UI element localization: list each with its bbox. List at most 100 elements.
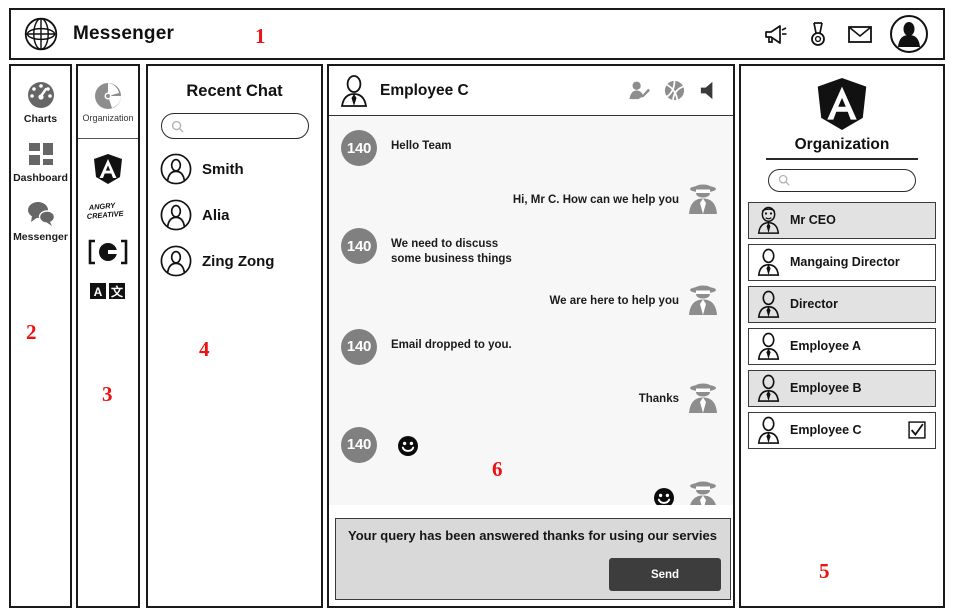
organization-search[interactable] [768, 168, 916, 192]
edit-contact-icon[interactable] [628, 79, 651, 102]
medal-icon[interactable] [805, 21, 831, 47]
app-header: Messenger [9, 8, 945, 60]
message-text: Thanks [638, 392, 679, 405]
sidebar-item-dashboard[interactable]: Dashboard [11, 139, 70, 184]
user-tie-icon [757, 248, 780, 276]
user-tie-icon [757, 416, 780, 444]
message-row: 140 We need to discuss some business thi… [329, 228, 733, 267]
user-circle-icon [160, 199, 192, 231]
list-item[interactable]: Smith [160, 153, 321, 185]
contact-name: Smith [202, 160, 244, 178]
message-row: Hi, Mr C. How can we help you [329, 180, 733, 214]
annotation-6: 6 [492, 457, 503, 481]
message-list[interactable]: 140 Hello Team Hi, Mr C. How can we help… [329, 116, 733, 505]
rail-header-label: Organization [82, 113, 134, 123]
message-row: We are here to help you [329, 281, 733, 315]
annotation-5: 5 [819, 559, 830, 583]
compose-input[interactable]: Your query has been answered thanks for … [348, 528, 717, 543]
rail-header[interactable]: Organization [78, 66, 138, 139]
message-row: 140 [329, 426, 733, 463]
search-icon [171, 120, 184, 133]
conversation-header: Employee C [329, 66, 733, 116]
conversation-tools [628, 79, 721, 102]
search-icon [778, 174, 790, 186]
angry-creative-logo[interactable]: ANGRY CREATIVE [86, 201, 130, 223]
annotation-1: 1 [255, 24, 266, 48]
angular-logo-icon [817, 78, 867, 130]
member-name: Employee A [790, 339, 862, 353]
compose-box[interactable]: Your query has been answered thanks for … [335, 518, 731, 600]
spy-icon [689, 383, 717, 413]
spy-icon [689, 285, 717, 315]
message-avatar-140: 140 [341, 130, 377, 166]
checkbox-checked-icon[interactable] [908, 421, 926, 439]
message-avatar-140: 140 [341, 426, 377, 463]
message-row: 140 Hello Team [329, 130, 733, 166]
conversation-panel: Employee C 140 [327, 64, 735, 608]
speaker-icon[interactable] [698, 79, 721, 102]
svg-text:文: 文 [111, 284, 124, 299]
user-tie-icon [757, 290, 780, 318]
member-name: Mangaing Director [790, 255, 900, 269]
megaphone-icon[interactable] [763, 21, 789, 47]
old-man-icon [757, 206, 780, 234]
chat-bubbles-icon [27, 202, 55, 226]
header-icon-group [763, 14, 929, 54]
user-avatar-icon[interactable] [889, 14, 929, 54]
organization-title: Organization [794, 136, 890, 153]
left-nav-panel: Charts Dashboard Messenger [9, 64, 72, 608]
list-item[interactable]: Alia [160, 199, 321, 231]
contact-name: Zing Zong [202, 252, 275, 270]
user-circle-icon [160, 153, 192, 185]
conversation-contact-name: Employee C [380, 81, 469, 99]
table-row[interactable]: Employee B [748, 369, 936, 407]
organization-rail-panel: Organization ANGRY CREATIVE A 文 [76, 64, 140, 608]
gauge-icon [27, 82, 54, 108]
rail-logo-list: ANGRY CREATIVE A 文 [78, 139, 138, 301]
message-row [329, 477, 733, 505]
translate-icon[interactable]: A 文 [89, 281, 127, 301]
message-row: 140 Email dropped to you. [329, 328, 733, 365]
smiley-icon [654, 487, 674, 505]
annotation-4: 4 [199, 337, 210, 361]
organization-search-input[interactable] [795, 173, 903, 187]
spy-icon [689, 184, 717, 214]
message-text: We need to discuss some business things [391, 238, 512, 265]
recent-chat-panel: Recent Chat Smith Alia [146, 64, 323, 608]
sidebar-item-messenger[interactable]: Messenger [11, 198, 70, 243]
grid-icon [28, 143, 53, 165]
user-circle-icon [160, 245, 192, 277]
table-row[interactable]: Employee C [748, 411, 936, 449]
bracket-smiley-logo[interactable] [88, 239, 128, 265]
list-item[interactable]: Zing Zong [160, 245, 321, 277]
recent-chat-search[interactable] [160, 113, 309, 139]
smiley-icon [398, 435, 418, 456]
svg-text:A: A [94, 285, 103, 299]
organization-member-list: Mr CEO Mangaing Director Director [741, 201, 943, 449]
angular-logo-icon[interactable] [93, 153, 123, 185]
send-button[interactable]: Send [609, 558, 721, 591]
sidebar-item-charts[interactable]: Charts [11, 80, 70, 125]
annotation-2: 2 [26, 320, 37, 344]
user-tie-icon [757, 374, 780, 402]
member-name: Employee B [790, 381, 862, 395]
envelope-icon[interactable] [847, 21, 873, 47]
sidebar-item-label: Messenger [13, 231, 68, 243]
table-row[interactable]: Mr CEO [748, 201, 936, 239]
sidebar-item-label: Dashboard [13, 172, 68, 184]
table-row[interactable]: Director [748, 285, 936, 323]
table-row[interactable]: Mangaing Director [748, 243, 936, 281]
table-row[interactable]: Employee A [748, 327, 936, 365]
svg-text:CREATIVE: CREATIVE [86, 209, 125, 221]
message-text: Hi, Mr C. How can we help you [512, 194, 679, 206]
svg-text:ANGRY: ANGRY [87, 201, 116, 212]
recent-chat-search-input[interactable] [188, 119, 298, 133]
message-row: Thanks [329, 379, 733, 413]
message-text: We are here to help you [549, 294, 679, 307]
contact-name: Alia [202, 206, 230, 224]
organization-panel: Organization Mr CEO [739, 64, 945, 608]
ball-icon[interactable] [663, 79, 686, 102]
recent-chat-title: Recent Chat [186, 82, 283, 100]
message-avatar-140: 140 [341, 328, 377, 365]
